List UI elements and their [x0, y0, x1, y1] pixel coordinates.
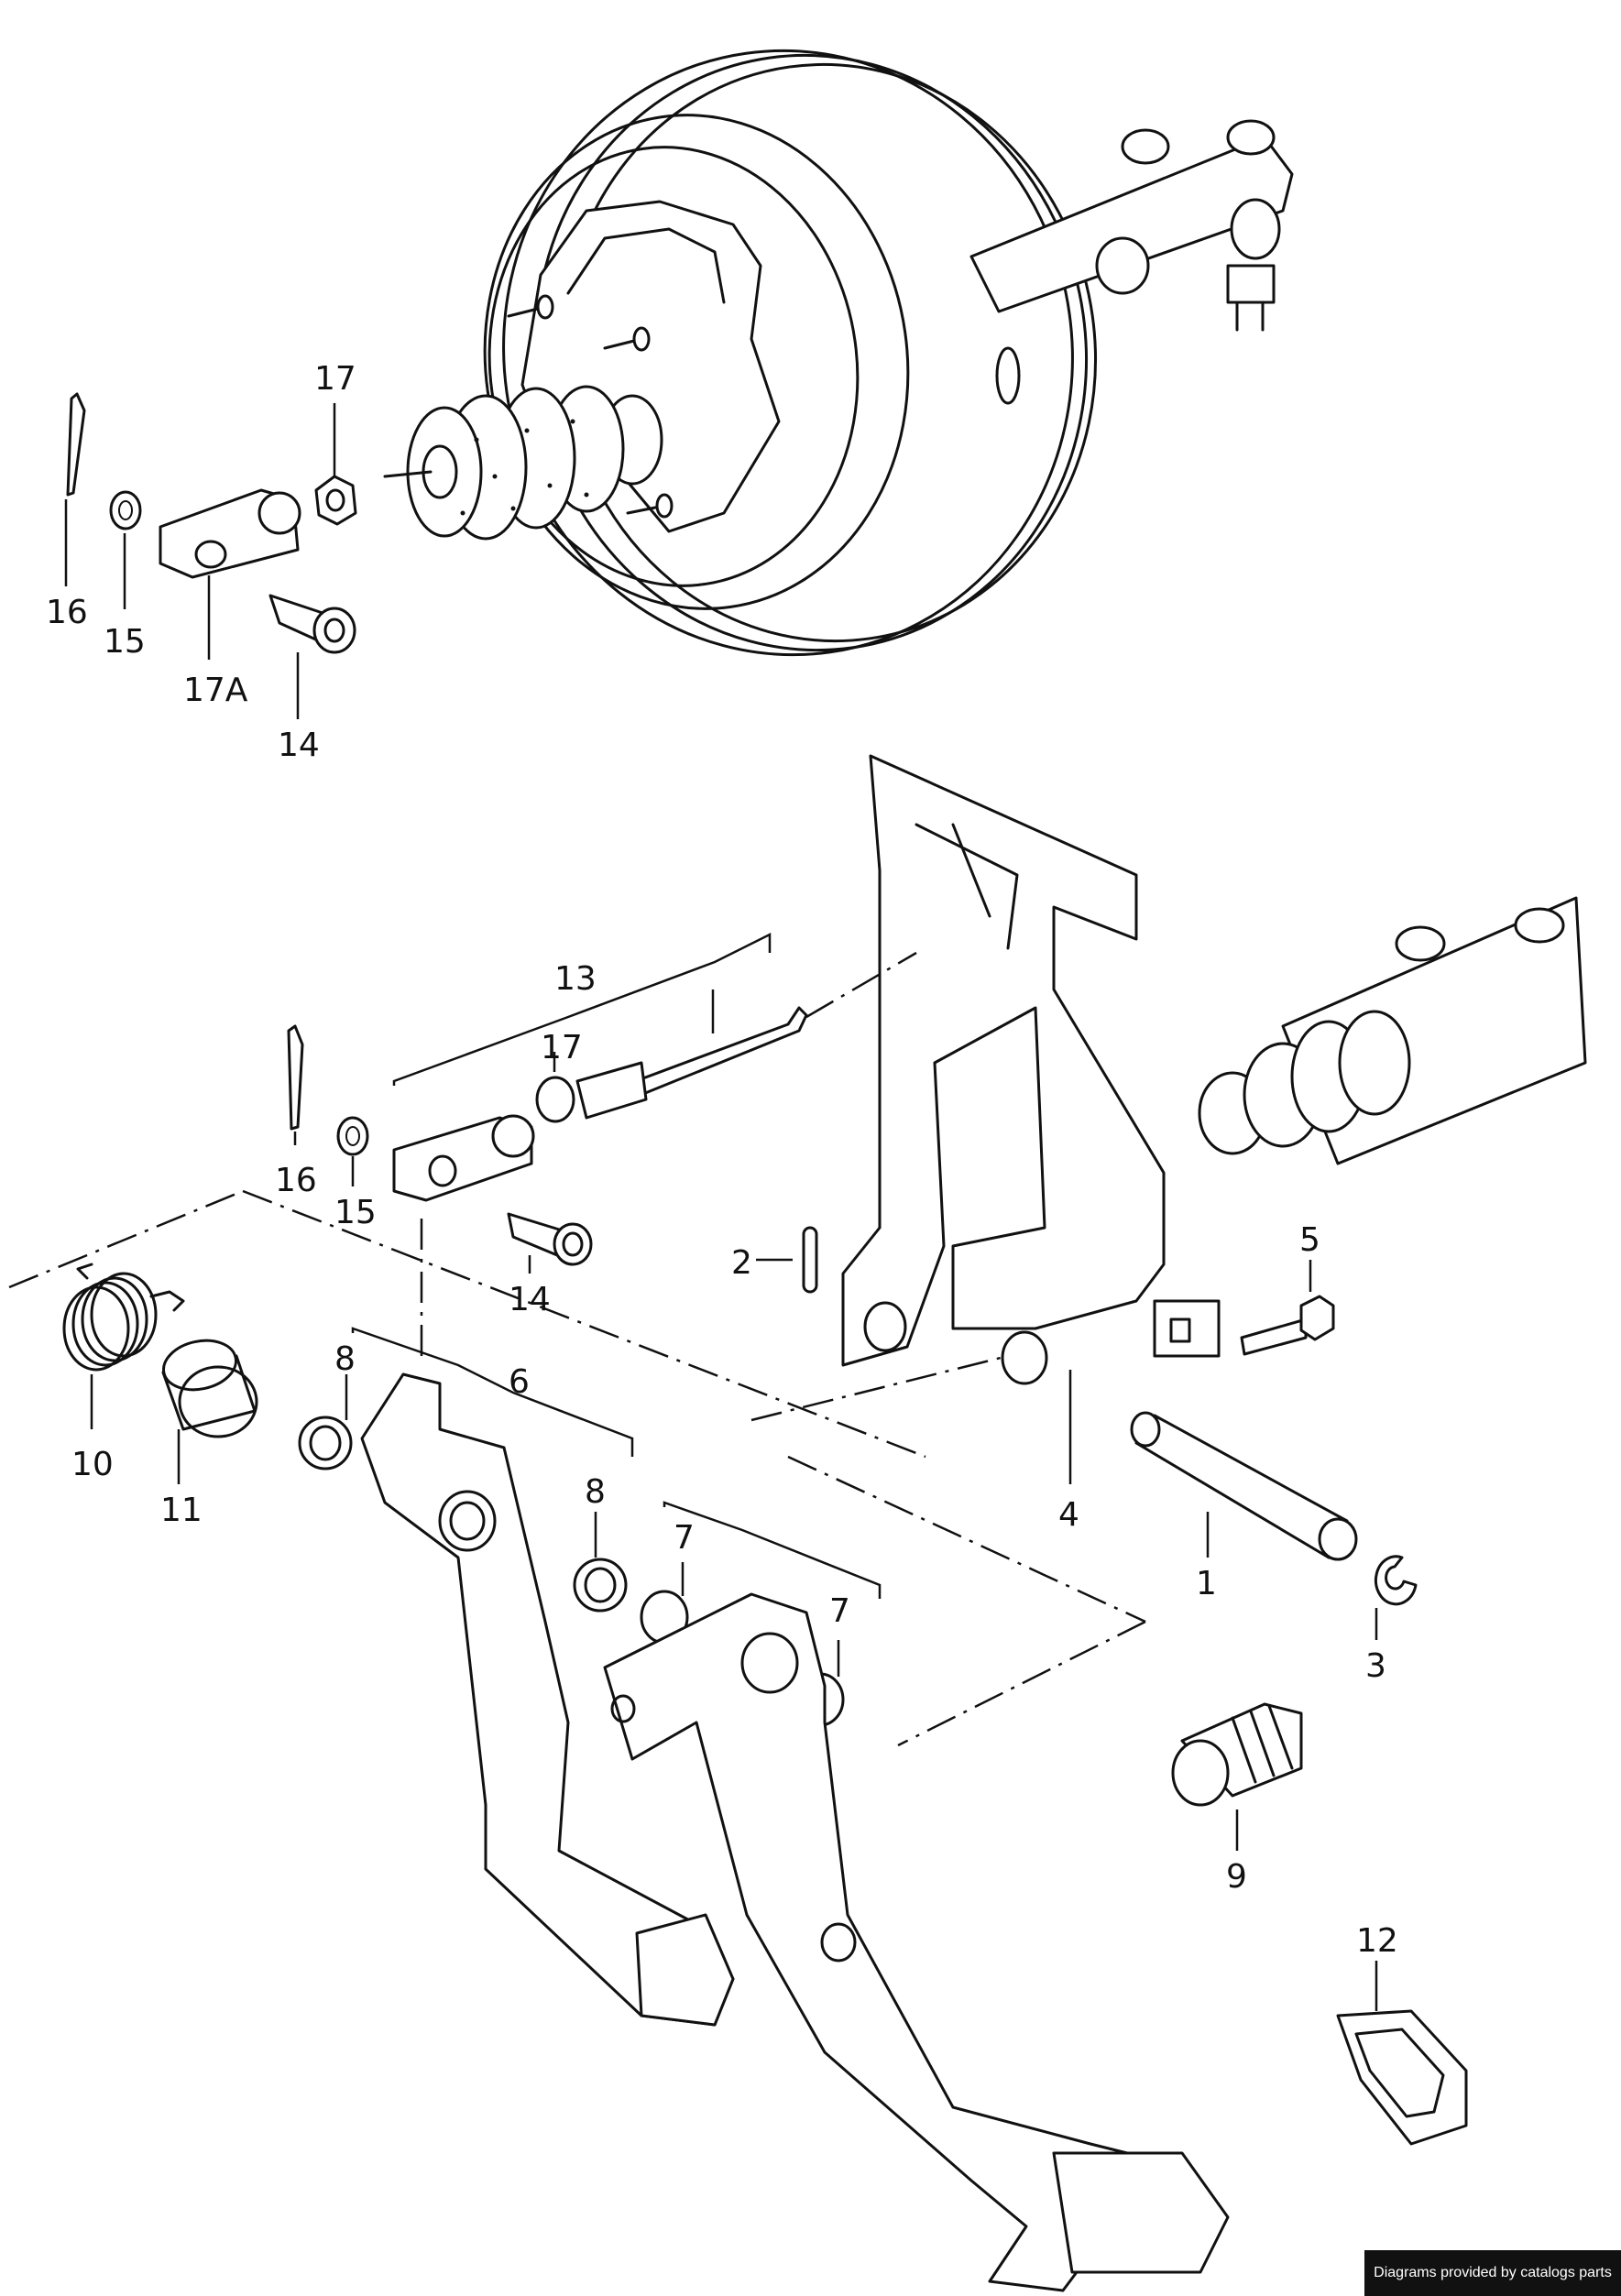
hex-nut-top	[314, 475, 357, 526]
bushing-large	[161, 1339, 258, 1438]
callout-3: 3	[1365, 1647, 1386, 1685]
clutch-pedal	[603, 1592, 1230, 2292]
callout-8-left: 8	[334, 1340, 356, 1378]
pin-mid	[507, 1212, 593, 1266]
split-pin-mid	[287, 1024, 304, 1131]
pivot-shaft	[1130, 1411, 1358, 1561]
callout-4: 4	[1058, 1496, 1079, 1534]
callout-5: 5	[1299, 1221, 1320, 1259]
master-cylinder-mid	[1198, 896, 1587, 1165]
brake-pedal	[360, 1372, 735, 2027]
hex-bolt	[1240, 1295, 1335, 1356]
callout-7-right: 7	[829, 1592, 850, 1630]
dowel-pin	[802, 1226, 818, 1294]
pushrod-assembly	[392, 1006, 808, 1202]
callout-14-top: 14	[278, 727, 320, 764]
callout-labels: 16 15 17A 17 14 13 17 16 15 14 2 5 10 11…	[46, 360, 1398, 1960]
return-spring	[62, 1263, 185, 1372]
callout-10: 10	[71, 1446, 114, 1483]
pedal-pad	[1336, 2009, 1468, 2146]
callout-13: 13	[554, 960, 597, 998]
booster-boot	[406, 385, 663, 541]
pedal-bracket	[841, 754, 1221, 1385]
callout-17-mid: 17	[541, 1029, 583, 1066]
callout-9: 9	[1226, 1858, 1247, 1896]
callout-14-mid: 14	[509, 1281, 551, 1318]
pin-top	[268, 594, 356, 654]
credit-badge: Diagrams provided by catalogs parts	[1364, 2250, 1621, 2296]
booster-studs	[507, 294, 674, 519]
callout-11: 11	[160, 1492, 203, 1529]
callout-16-mid: 16	[275, 1162, 317, 1199]
leader-lines	[64, 403, 1378, 2011]
clevis-top	[159, 488, 301, 579]
callout-2: 2	[731, 1244, 752, 1282]
circlip	[1374, 1555, 1418, 1606]
pedal-stop	[1171, 1702, 1303, 1807]
callout-15-top: 15	[104, 623, 146, 661]
callout-17A: 17A	[183, 672, 248, 709]
callout-8-right: 8	[585, 1473, 606, 1511]
center-lines	[8, 951, 1146, 1747]
callout-7-left: 7	[674, 1519, 695, 1557]
bushing-small-2	[573, 1558, 628, 1613]
callout-12: 12	[1356, 1922, 1398, 1960]
master-cylinder-top	[969, 119, 1294, 405]
callout-1: 1	[1196, 1565, 1217, 1602]
washer-mid	[336, 1116, 369, 1156]
washer-top	[109, 490, 142, 530]
brake-booster	[383, 49, 1294, 657]
callout-6: 6	[509, 1363, 530, 1401]
bushing-small-1	[298, 1416, 353, 1471]
split-pin-top	[66, 392, 86, 497]
callout-15-mid: 15	[334, 1194, 377, 1231]
callout-17-top: 17	[314, 360, 356, 398]
callout-16-top: 16	[46, 594, 88, 631]
